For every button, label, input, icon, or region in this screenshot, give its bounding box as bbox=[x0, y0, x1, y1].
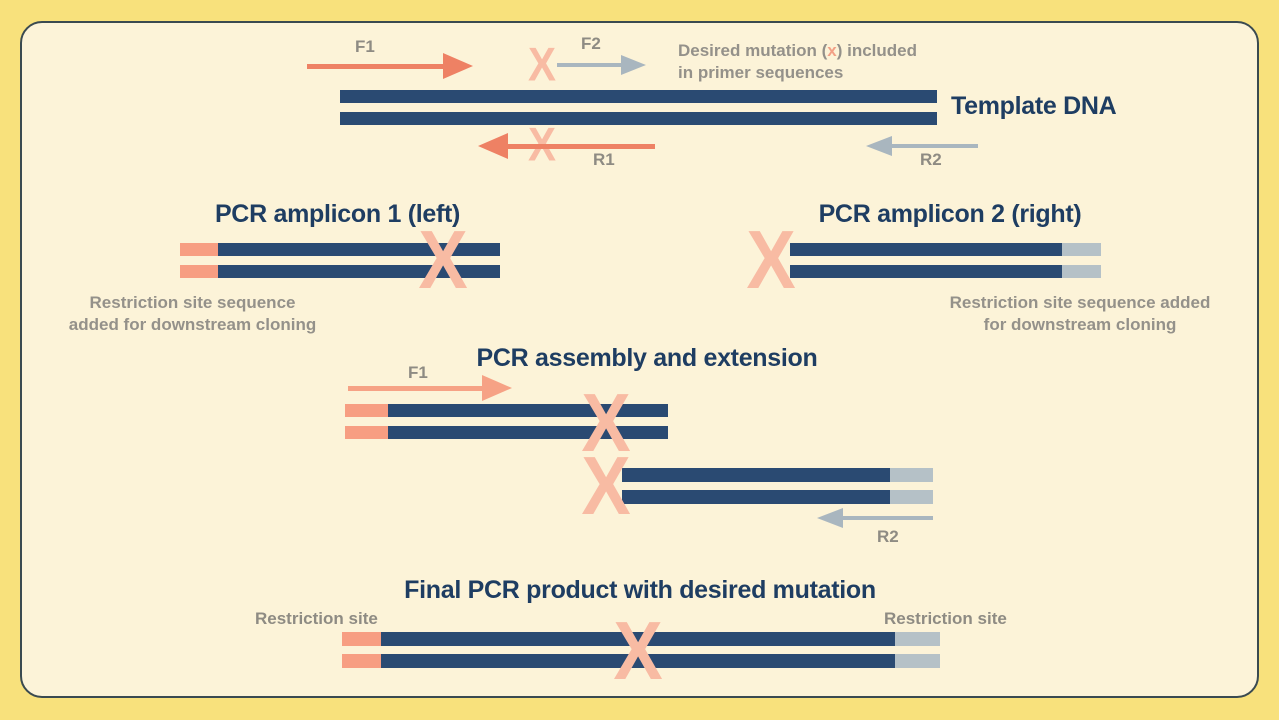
assembly-r2-arrow bbox=[817, 508, 933, 528]
amplicon2-caption: Restriction site sequence added for down… bbox=[925, 292, 1235, 336]
r1-arrowhead-icon bbox=[478, 133, 508, 159]
f2-arrowhead-icon bbox=[621, 55, 646, 75]
amplicon2-mutation-x-icon: X bbox=[746, 212, 796, 306]
final-right-restriction-label: Restriction site bbox=[884, 609, 1007, 628]
final-right-restriction-block-bottom bbox=[895, 654, 940, 668]
fragment-left-restriction-bottom bbox=[345, 426, 388, 439]
fragment-left-mutation-x-icon: X bbox=[581, 375, 631, 469]
template-dna-strand-bottom bbox=[340, 112, 937, 125]
f2-primer-label: F2 bbox=[581, 34, 601, 53]
assembly-f1-arrow bbox=[348, 375, 512, 401]
assembly-title: PCR assembly and extension bbox=[476, 344, 818, 372]
fragment-left-restriction-top bbox=[345, 404, 388, 417]
final-product-strand-top bbox=[381, 632, 895, 646]
f1-arrow-shaft bbox=[307, 63, 443, 69]
amplicon1-caption-line1: Restriction site sequence bbox=[89, 293, 296, 312]
fragment-right-strand-top bbox=[622, 468, 890, 482]
fragment-right-restriction-top bbox=[890, 468, 933, 482]
r2-primer-label: R2 bbox=[920, 150, 942, 169]
fragment-left-strand-bottom bbox=[388, 426, 668, 439]
amplicon1-caption: Restriction site sequence added for down… bbox=[25, 292, 360, 336]
fragment-left-strand-top bbox=[388, 404, 668, 417]
assembly-r2-shaft bbox=[843, 516, 933, 520]
final-left-restriction-block-top bbox=[342, 632, 381, 646]
diagram-panel bbox=[20, 21, 1259, 698]
assembly-f1-arrowhead-icon bbox=[482, 375, 512, 401]
amplicon1-restriction-block-top bbox=[180, 243, 218, 256]
amplicon2-strand-top bbox=[790, 243, 1062, 256]
mutation-note-line2: in primer sequences bbox=[678, 63, 844, 82]
f1-primer-label: F1 bbox=[355, 37, 375, 56]
r2-arrowhead-icon bbox=[866, 136, 892, 156]
final-product-title: Final PCR product with desired mutation bbox=[404, 576, 876, 604]
f2-primer-arrow bbox=[557, 55, 646, 75]
amplicon2-restriction-block-top bbox=[1062, 243, 1101, 256]
f1-arrowhead-icon bbox=[443, 53, 473, 79]
r2-primer-arrow bbox=[866, 136, 978, 156]
amplicon1-caption-line2: added for downstream cloning bbox=[68, 315, 317, 334]
f2-arrow-shaft bbox=[557, 63, 621, 67]
fragment-right-restriction-bottom bbox=[890, 490, 933, 504]
final-right-restriction-block-top bbox=[895, 632, 940, 646]
mutation-note-x: x bbox=[827, 41, 837, 60]
mutation-note-caption: Desired mutation (x) included in primer … bbox=[678, 40, 917, 84]
amplicon1-strand-top bbox=[218, 243, 500, 256]
final-product-strand-bottom bbox=[381, 654, 895, 668]
final-left-restriction-block-bottom bbox=[342, 654, 381, 668]
assembly-f1-label: F1 bbox=[408, 363, 428, 382]
fragment-right-mutation-x-icon: X bbox=[581, 438, 631, 532]
r1-arrow-shaft bbox=[508, 143, 655, 149]
r1-primer-arrow bbox=[478, 133, 655, 159]
mutation-note-part2: ) included bbox=[836, 41, 917, 60]
r2-arrow-shaft bbox=[892, 144, 978, 148]
amplicon2-strand-bottom bbox=[790, 265, 1062, 278]
assembly-r2-arrowhead-icon bbox=[817, 508, 843, 528]
template-dna-label: Template DNA bbox=[951, 92, 1117, 120]
amplicon2-title: PCR amplicon 2 (right) bbox=[818, 200, 1082, 228]
mutation-x-f2-icon: X bbox=[527, 38, 557, 91]
template-dna-strand-top bbox=[340, 90, 937, 103]
final-mutation-x-icon: X bbox=[613, 603, 663, 697]
r1-primer-label: R1 bbox=[593, 150, 615, 169]
assembly-f1-shaft bbox=[348, 385, 482, 391]
amplicon1-restriction-block-bottom bbox=[180, 265, 218, 278]
amplicon2-restriction-block-bottom bbox=[1062, 265, 1101, 278]
amplicon1-title: PCR amplicon 1 (left) bbox=[214, 200, 461, 228]
mutation-note-part1: Desired mutation ( bbox=[678, 41, 828, 60]
amplicon1-mutation-x-icon: X bbox=[418, 212, 468, 306]
amplicon1-strand-bottom bbox=[218, 265, 500, 278]
amplicon2-caption-line2: for downstream cloning bbox=[983, 315, 1177, 334]
f1-primer-arrow bbox=[307, 53, 473, 79]
amplicon2-caption-line1: Restriction site sequence added bbox=[949, 293, 1211, 312]
fragment-right-strand-bottom bbox=[622, 490, 890, 504]
assembly-r2-label: R2 bbox=[877, 527, 899, 546]
final-left-restriction-label: Restriction site bbox=[255, 609, 378, 628]
